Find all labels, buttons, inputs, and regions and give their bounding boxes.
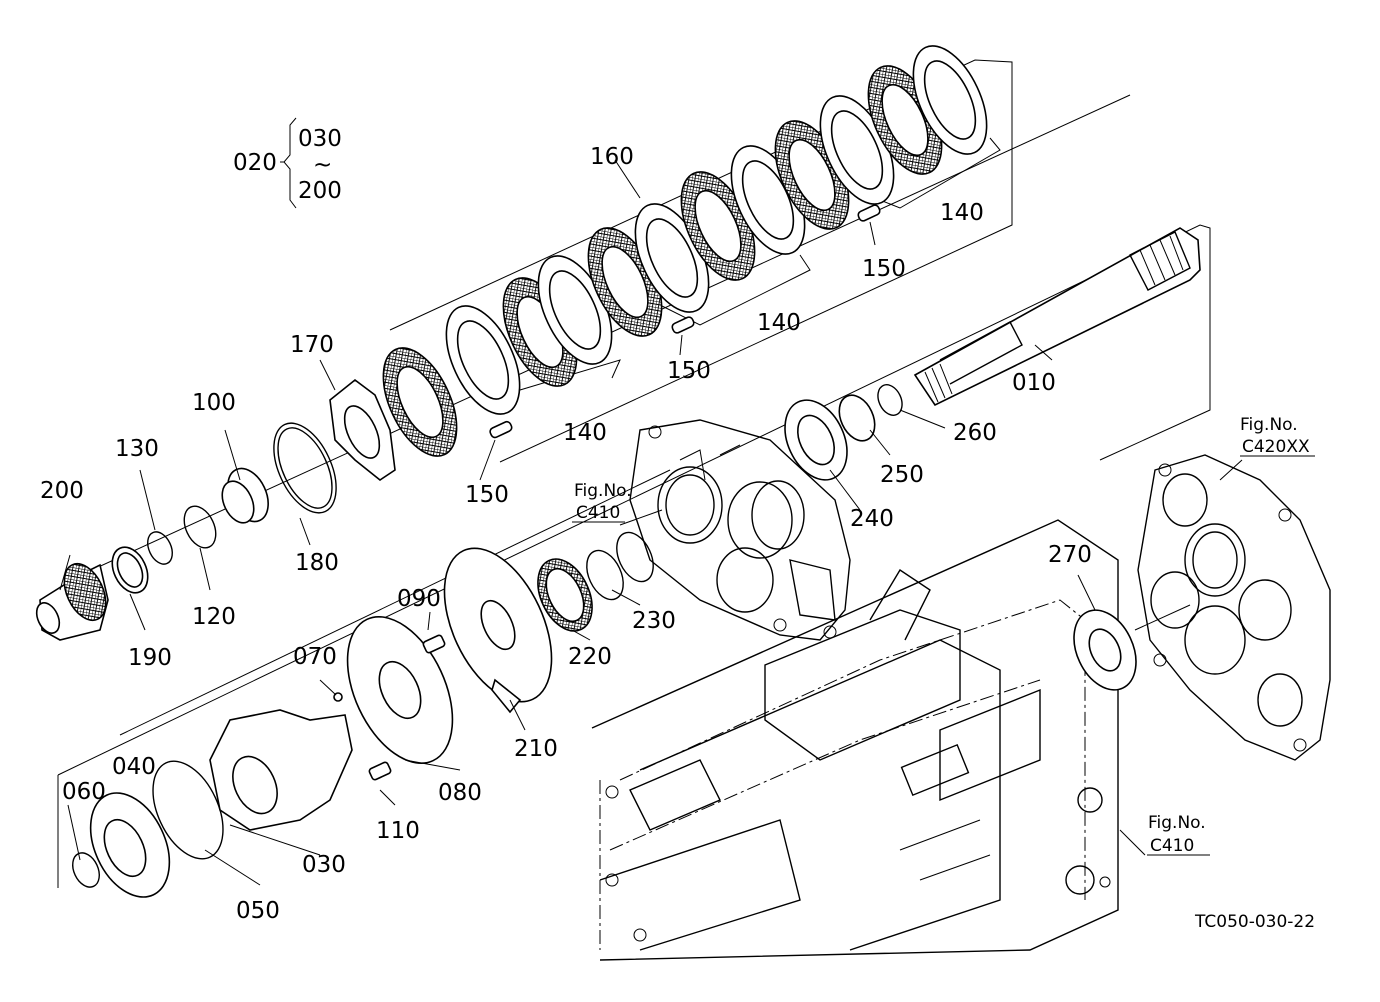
small-parts	[35, 378, 1137, 898]
transmission-case-drawing	[591, 519, 1119, 961]
callout-140-upper[interactable]: 140	[940, 200, 984, 226]
callout-140-lower[interactable]: 140	[563, 420, 607, 446]
callout-220[interactable]: 220	[568, 644, 612, 670]
callout-150-middle[interactable]: 150	[667, 358, 711, 384]
callout-060[interactable]: 060	[62, 779, 106, 805]
figref-c420xx-line1[interactable]: Fig.No.	[1240, 415, 1298, 435]
group-code: 020	[233, 150, 277, 176]
callout-180[interactable]: 180	[295, 550, 339, 576]
figure-references: Fig.No. C410 Fig.No. C420XX Fig.No. C410	[574, 415, 1310, 856]
group-range-tilde: ~	[313, 152, 332, 178]
callout-250[interactable]: 250	[880, 462, 924, 488]
callout-110[interactable]: 110	[376, 818, 420, 844]
callout-210[interactable]: 210	[514, 736, 558, 762]
shaft-010-drawing	[913, 227, 1201, 407]
figref-c410-upper-line1[interactable]: Fig.No.	[574, 481, 632, 501]
callout-100[interactable]: 100	[192, 390, 236, 416]
figref-c410-upper-line2[interactable]: C410	[576, 503, 620, 523]
callout-260[interactable]: 260	[953, 420, 997, 446]
callout-080[interactable]: 080	[438, 780, 482, 806]
figure-code: TC050-030-22	[1194, 912, 1315, 932]
callout-140-middle[interactable]: 140	[757, 310, 801, 336]
center-case-drawing	[629, 419, 851, 641]
assembly-group-label: 020 030 ~ 200	[233, 126, 342, 204]
callout-170[interactable]: 170	[290, 332, 334, 358]
clutch-plate-stack	[382, 45, 988, 457]
callout-270[interactable]: 270	[1048, 542, 1092, 568]
callout-120[interactable]: 120	[192, 604, 236, 630]
callout-240[interactable]: 240	[850, 506, 894, 532]
callout-030[interactable]: 030	[302, 852, 346, 878]
leader-lines	[59, 117, 1315, 886]
figref-c410-lower-line1[interactable]: Fig.No.	[1148, 813, 1206, 833]
side-cover-drawing	[1137, 454, 1331, 761]
figref-c420xx-line2[interactable]: C420XX	[1242, 437, 1310, 457]
part-callouts: 010 030 040 050 060 070 080 090 100 110 …	[40, 144, 1092, 924]
callout-130[interactable]: 130	[115, 436, 159, 462]
group-range-end: 200	[298, 178, 342, 204]
callout-010[interactable]: 010	[1012, 370, 1056, 396]
callout-230[interactable]: 230	[632, 608, 676, 634]
callout-070[interactable]: 070	[293, 644, 337, 670]
callout-190[interactable]: 190	[128, 645, 172, 671]
callout-050[interactable]: 050	[236, 898, 280, 924]
callout-150-lower[interactable]: 150	[465, 482, 509, 508]
callout-040[interactable]: 040	[112, 754, 156, 780]
callout-200[interactable]: 200	[40, 478, 84, 504]
group-range-start: 030	[298, 126, 342, 152]
callout-160[interactable]: 160	[590, 144, 634, 170]
callout-150-upper[interactable]: 150	[862, 256, 906, 282]
figref-c410-lower-line2[interactable]: C410	[1150, 836, 1194, 856]
callout-090[interactable]: 090	[397, 586, 441, 612]
